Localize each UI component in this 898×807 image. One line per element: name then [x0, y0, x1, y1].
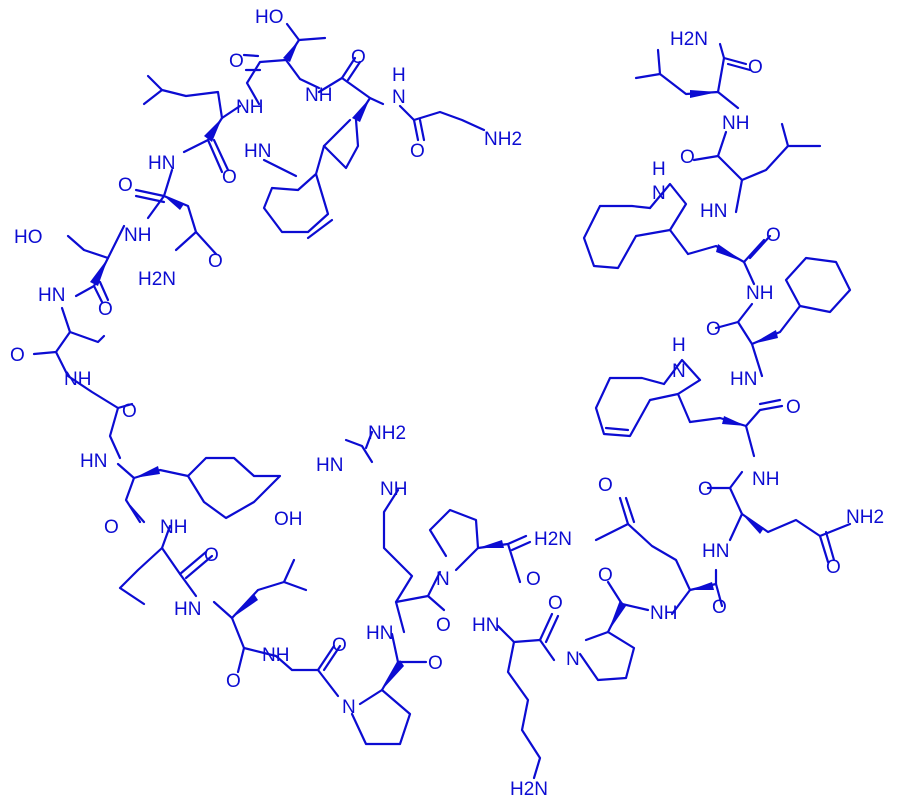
atom-label: O	[226, 671, 241, 692]
atom-label: O	[706, 319, 721, 340]
atom-label: N	[436, 569, 450, 590]
atom-labels: HO O NH O H N O NH2 HN NH HN O O NH HO H…	[10, 7, 884, 800]
bonds-indole-1	[262, 144, 334, 240]
atom-label: NH2	[846, 507, 884, 528]
atom-label: NH	[722, 113, 749, 134]
atom-label: HN	[730, 369, 757, 390]
atom-label: O	[204, 545, 219, 566]
atom-label: N	[342, 697, 356, 718]
bonds-leu4-leu5	[634, 42, 822, 214]
atom-label: N	[652, 183, 666, 204]
atom-label: O	[118, 175, 133, 196]
atom-label: O	[548, 593, 563, 614]
stereo-wedges	[90, 40, 778, 690]
atom-label: N	[566, 649, 580, 670]
atom-label: H2N	[510, 779, 548, 800]
atom-label: O	[766, 225, 781, 246]
atom-label: O	[526, 569, 541, 590]
atom-label: HO	[255, 7, 284, 28]
atom-label: NH	[262, 645, 289, 666]
atom-label: HN	[472, 615, 499, 636]
atom-label: N	[392, 87, 406, 108]
atom-label: HN	[148, 153, 175, 174]
bonds-tyr	[116, 456, 282, 524]
atom-label: NH	[380, 479, 407, 500]
atom-label: O	[332, 635, 347, 656]
atom-label: H2N	[138, 269, 176, 290]
atom-label: HN	[244, 141, 271, 162]
atom-label: HN	[702, 541, 729, 562]
bonds-arg	[344, 430, 446, 634]
atom-label: O	[826, 557, 841, 578]
atom-label: HN	[700, 201, 727, 222]
bonds-thr-trp-gly	[242, 22, 486, 170]
atom-label: OH	[274, 509, 303, 530]
atom-label: O	[229, 51, 244, 72]
atom-label: H	[672, 335, 686, 356]
bonds-leu2-leu3-gly	[118, 524, 342, 698]
atom-label: HN	[316, 455, 343, 476]
atom-label: O	[786, 397, 801, 418]
atom-label: HN	[38, 285, 65, 306]
atom-label: O	[122, 401, 137, 422]
atom-label: O	[98, 299, 113, 320]
atom-label: O	[10, 345, 25, 366]
atom-label: NH	[305, 85, 332, 106]
atom-label: NH2	[484, 129, 522, 150]
bonds-gln2	[706, 470, 852, 564]
atom-label: O	[598, 565, 613, 586]
atom-label: H2N	[670, 29, 708, 50]
atom-label: O	[351, 47, 366, 68]
bonds-ser-ala-gly	[32, 224, 134, 460]
atom-label: NH	[124, 225, 151, 246]
bonds-phe	[714, 256, 852, 378]
atom-label: H2N	[534, 529, 572, 550]
bonds-pro3	[578, 580, 650, 682]
atom-label: O	[428, 653, 443, 674]
atom-label: H	[652, 159, 666, 180]
bonds-pro1	[350, 632, 428, 746]
atom-label: HO	[14, 227, 43, 248]
atom-label: HN	[80, 451, 107, 472]
bonds-lys	[496, 612, 560, 780]
atom-label: NH	[236, 97, 263, 118]
atom-label: NH	[650, 603, 677, 624]
atom-label: O	[748, 57, 763, 78]
atom-label: O	[208, 251, 223, 272]
atom-label: NH	[752, 469, 779, 490]
atom-label: N	[672, 361, 686, 382]
atom-label: H	[392, 65, 406, 86]
bonds-trp2	[582, 182, 772, 286]
atom-label: O	[680, 147, 695, 168]
atom-label: O	[104, 517, 119, 538]
atom-label: NH2	[368, 423, 406, 444]
atom-label: O	[436, 615, 451, 636]
atom-label: O	[712, 597, 727, 618]
atom-label: O	[698, 479, 713, 500]
atom-label: HN	[366, 623, 393, 644]
atom-label: O	[598, 475, 613, 496]
atom-label: O	[410, 141, 425, 162]
atom-label: HN	[174, 599, 201, 620]
atom-label: NH	[160, 517, 187, 538]
atom-label: NH	[746, 283, 773, 304]
atom-label: O	[222, 167, 237, 188]
atom-label: NH	[64, 369, 91, 390]
bonds-leu-asn	[134, 74, 242, 256]
